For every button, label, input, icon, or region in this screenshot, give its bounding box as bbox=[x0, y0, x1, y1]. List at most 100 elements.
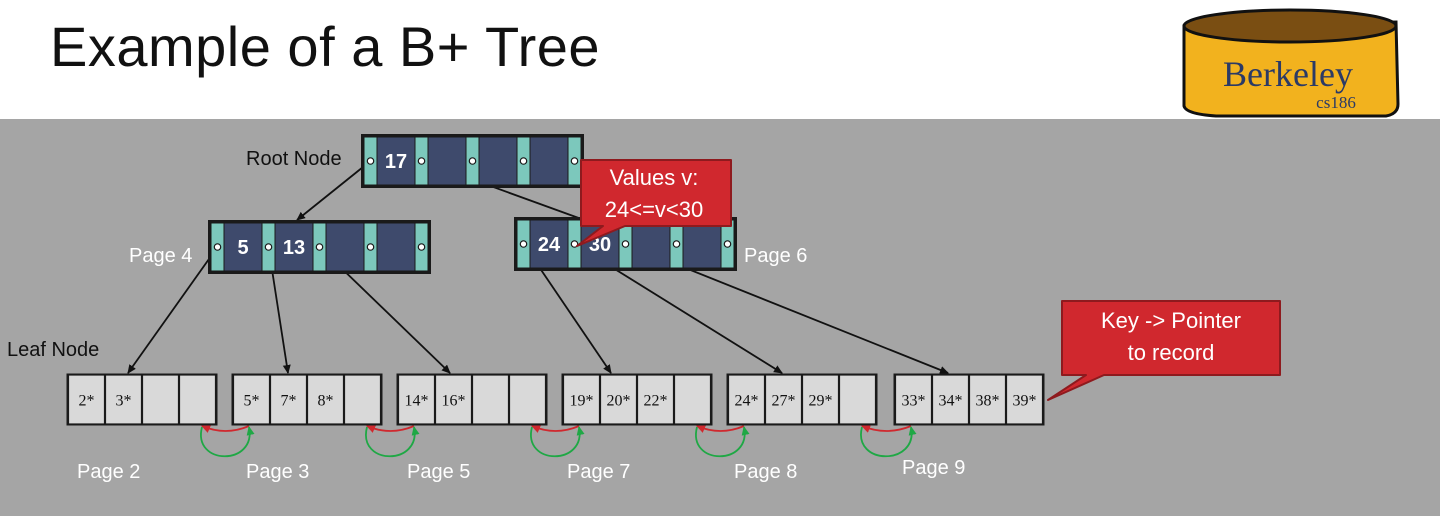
leaf-entry-text: 14* bbox=[405, 393, 429, 410]
leaf-entry-text: 7* bbox=[281, 393, 297, 410]
leaf-entry-text: 19* bbox=[570, 393, 594, 410]
inner-node-page-4: 5 13 bbox=[208, 220, 431, 274]
callout-values-line1: Values v: bbox=[609, 165, 699, 190]
key-text: 5 bbox=[237, 237, 248, 259]
leaf-cell bbox=[838, 374, 877, 425]
pointer-dot bbox=[570, 157, 579, 165]
key-slot bbox=[223, 222, 263, 272]
key-slot bbox=[631, 219, 671, 269]
callout-shapes bbox=[576, 159, 1281, 401]
leaf-cell bbox=[894, 374, 933, 425]
key-text: 13 bbox=[283, 237, 305, 259]
prev-sibling-arrow bbox=[201, 425, 250, 433]
leaf-cell bbox=[931, 374, 970, 425]
key-slot bbox=[376, 136, 416, 186]
key-slot bbox=[529, 136, 569, 186]
prev-sibling-arrow bbox=[696, 425, 745, 433]
leaf-node-1: 2* 3* bbox=[66, 373, 218, 426]
pointer-dot bbox=[264, 243, 273, 251]
leaf-entry-text: 39* bbox=[1013, 393, 1037, 410]
leaf-entry-text: 16* bbox=[442, 393, 466, 410]
leaf-cell bbox=[471, 374, 510, 425]
key-text: 17 bbox=[385, 151, 407, 173]
page4-ptr0-arrow bbox=[127, 246, 219, 374]
leaf-cell bbox=[562, 374, 601, 425]
root-node: 17 bbox=[361, 134, 584, 188]
next-sibling-arrow bbox=[530, 426, 585, 457]
slide-title: Example of a B+ Tree bbox=[50, 15, 601, 78]
leaf-entry-text: 34* bbox=[939, 393, 963, 410]
leaf-cell bbox=[178, 374, 217, 425]
next-sibling-arrow bbox=[200, 426, 255, 457]
page-7-label: Page 7 bbox=[567, 461, 631, 483]
leaf-entry-text: 29* bbox=[809, 393, 833, 410]
leaf-node-5: 24* 27* 29* bbox=[726, 373, 878, 426]
callout-key-shape bbox=[1047, 300, 1281, 401]
leaf-cell bbox=[801, 374, 840, 425]
pointer-dot bbox=[621, 240, 630, 248]
leaf-node-4: 19* 20* 22* bbox=[561, 373, 713, 426]
pointer-dot bbox=[519, 240, 528, 248]
key-slot bbox=[478, 136, 518, 186]
leaf-entry-text: 2* bbox=[79, 393, 95, 410]
leaf-node-3: 14* 16* bbox=[396, 373, 548, 426]
leaf-cell bbox=[673, 374, 712, 425]
berkeley-cs186-logo: Berkeley cs186 bbox=[1182, 8, 1400, 118]
leaf-cell bbox=[636, 374, 675, 425]
prev-sibling-arrow bbox=[366, 425, 415, 433]
leaf-cell bbox=[599, 374, 638, 425]
leaf-cell bbox=[508, 374, 547, 425]
leaf-cell bbox=[104, 374, 143, 425]
leaf-nodes: 2* 3* 5* 7* 8* 14* 16* 19* 20* 22* 24* 27* 29* 33* 34*… bbox=[66, 373, 1045, 426]
leaf-entry-text: 3* bbox=[116, 393, 132, 410]
pointer-dot bbox=[723, 240, 732, 248]
leaf-cell bbox=[727, 374, 766, 425]
key-text: 24 bbox=[538, 234, 561, 256]
leaf-cell bbox=[1005, 374, 1044, 425]
leaf-cell bbox=[397, 374, 436, 425]
next-sibling-arrow bbox=[860, 426, 917, 457]
leaf-entry-text: 22* bbox=[644, 393, 668, 410]
page-6-label: Page 6 bbox=[744, 245, 808, 267]
root-node-label: Root Node bbox=[246, 148, 342, 170]
leaf-entry-text: 20* bbox=[607, 393, 631, 410]
callout-values-shape bbox=[576, 159, 732, 247]
sibling-link-arrows bbox=[200, 425, 917, 457]
logo-course: cs186 bbox=[1316, 93, 1356, 112]
key-slot bbox=[325, 222, 365, 272]
pointer-dot bbox=[213, 243, 222, 251]
pointer-dot bbox=[366, 243, 375, 251]
pointer-dot bbox=[672, 240, 681, 248]
pointer-dot bbox=[417, 157, 426, 165]
page-2-label: Page 2 bbox=[77, 461, 141, 483]
logo-name: Berkeley bbox=[1223, 54, 1353, 94]
pointer-dot bbox=[315, 243, 324, 251]
callout-key-pointer: Key -> Pointer to record bbox=[1062, 305, 1280, 369]
leaf-cell bbox=[343, 374, 382, 425]
page-9-label: Page 9 bbox=[902, 457, 966, 479]
callout-key-line1: Key -> Pointer bbox=[1100, 308, 1241, 333]
next-sibling-arrow bbox=[695, 426, 750, 457]
callout-values-bubble bbox=[576, 159, 732, 247]
pointer-dot bbox=[417, 243, 426, 251]
key-slot bbox=[427, 136, 467, 186]
leaf-entry-text: 27* bbox=[772, 393, 796, 410]
callout-key-bubble bbox=[1047, 300, 1281, 401]
leaf-entry-text: 5* bbox=[244, 393, 260, 410]
pointer-dot bbox=[366, 157, 375, 165]
leaf-entry-text: 8* bbox=[318, 393, 334, 410]
page-8-label: Page 8 bbox=[734, 461, 798, 483]
callout-values-line2: 24<=v<30 bbox=[604, 197, 704, 222]
leaf-cell bbox=[269, 374, 308, 425]
prev-sibling-arrow bbox=[531, 425, 580, 433]
leaf-cell bbox=[141, 374, 180, 425]
leaf-node-label: Leaf Node bbox=[7, 339, 100, 361]
leaf-cell bbox=[434, 374, 473, 425]
leaf-entry-text: 24* bbox=[735, 393, 759, 410]
leaf-entry-text: 33* bbox=[902, 393, 926, 410]
prev-sibling-arrow bbox=[861, 425, 912, 433]
leaf-cell bbox=[968, 374, 1007, 425]
leaf-node-6: 33*34*38*39* bbox=[893, 373, 1045, 426]
